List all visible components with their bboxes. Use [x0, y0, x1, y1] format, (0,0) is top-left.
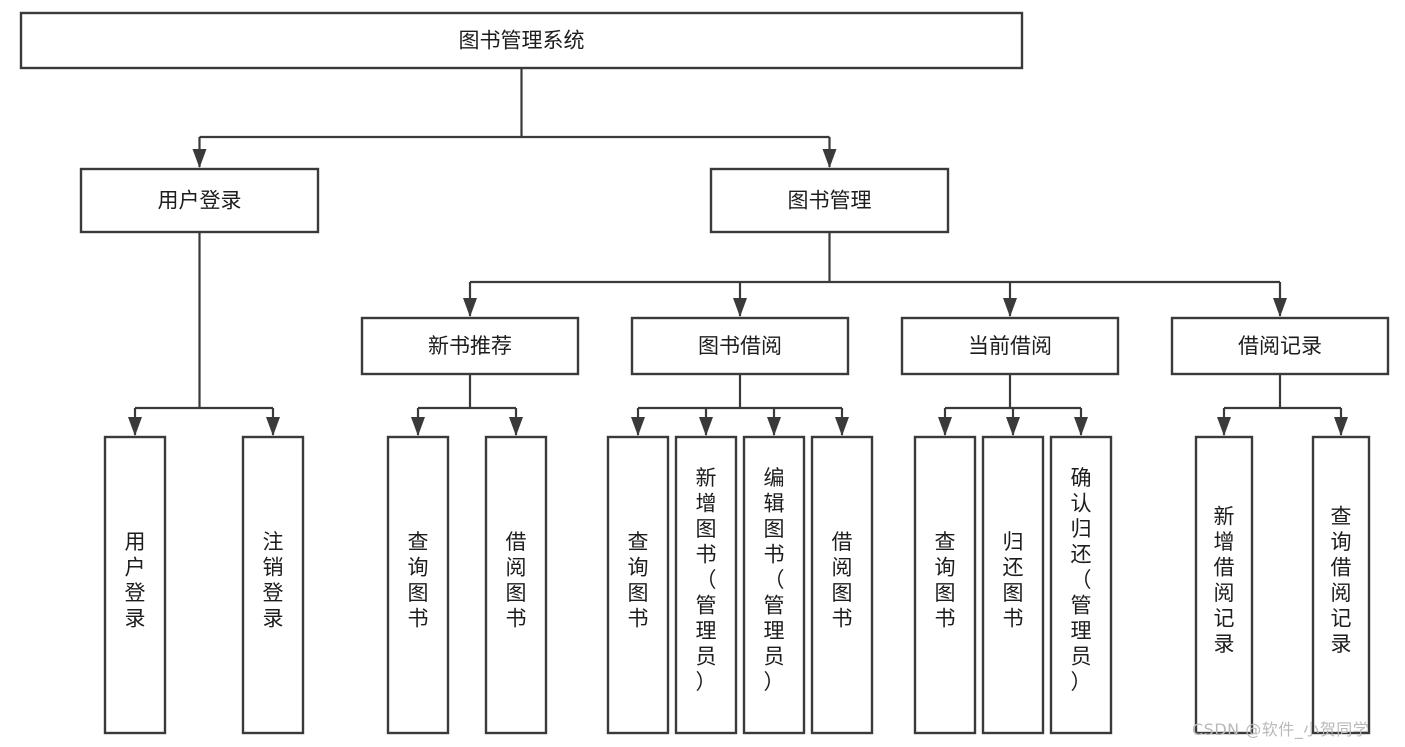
node-box — [742, 435, 806, 735]
arrow-head — [463, 298, 477, 317]
node-label: 图书借阅 — [698, 334, 782, 358]
node-box — [981, 435, 1045, 735]
node-leaf-add-record[interactable]: 新增借阅记录 — [1194, 435, 1254, 735]
node-box — [709, 167, 950, 234]
arrow-head — [938, 417, 952, 436]
arrow-head — [822, 149, 837, 168]
node-box — [1049, 435, 1113, 735]
node-leaf-borrow-book-1[interactable]: 借阅图书 — [484, 435, 548, 735]
node-box — [810, 435, 874, 735]
node-box — [103, 435, 167, 735]
node-box — [241, 435, 305, 735]
node-box — [913, 435, 977, 735]
node-leaf-query-book-3[interactable]: 查询图书 — [913, 435, 977, 735]
node-box — [606, 435, 670, 735]
node-box — [360, 316, 580, 376]
node-leaf-query-book-2[interactable]: 查询图书 — [606, 435, 670, 735]
node-user-login[interactable]: 用户登录 — [79, 167, 320, 234]
node-layer: 图书管理系统用户登录图书管理新书推荐图书借阅当前借阅借阅记录用户登录注销登录查询… — [19, 11, 1390, 735]
node-label: 用户登录 — [125, 530, 146, 631]
node-label: 图书管理 — [788, 189, 872, 213]
arrow-head — [1273, 298, 1287, 317]
node-leaf-borrow-book-2[interactable]: 借阅图书 — [810, 435, 874, 735]
node-label: 当前借阅 — [968, 334, 1052, 358]
node-leaf-return-book[interactable]: 归还图书 — [981, 435, 1045, 735]
node-box — [79, 167, 320, 234]
arrow-head — [699, 417, 713, 436]
node-current-borrow[interactable]: 当前借阅 — [900, 316, 1120, 376]
arrow-head — [767, 417, 781, 436]
arrow-head — [128, 417, 142, 436]
node-label: 注销登录 — [263, 530, 284, 631]
node-label: 借阅图书 — [506, 530, 527, 631]
node-leaf-query-book-1[interactable]: 查询图书 — [386, 435, 450, 735]
node-label: 借阅图书 — [832, 530, 853, 631]
node-box — [630, 316, 850, 376]
node-label: 查询图书 — [935, 530, 956, 631]
node-box — [484, 435, 548, 735]
node-label: 借阅记录 — [1238, 334, 1322, 358]
node-leaf-edit-book[interactable]: 编辑图书（管理员） — [742, 435, 806, 735]
arrow-head — [1003, 298, 1017, 317]
watermark-credit: CSDN @软件_小贺同学 — [1192, 720, 1370, 739]
node-label: 用户登录 — [158, 189, 242, 213]
node-box — [19, 11, 1024, 70]
arrow-head — [631, 417, 645, 436]
node-new-book-recommend[interactable]: 新书推荐 — [360, 316, 580, 376]
arrow-head — [835, 417, 849, 436]
arrow-head — [1334, 417, 1348, 436]
node-box — [1170, 316, 1390, 376]
node-box — [1194, 435, 1254, 735]
arrow-head — [733, 298, 747, 317]
node-book-borrow[interactable]: 图书借阅 — [630, 316, 850, 376]
node-book-management[interactable]: 图书管理 — [709, 167, 950, 234]
node-label: 图书管理系统 — [459, 29, 585, 53]
connector-layer — [128, 68, 1348, 436]
node-box — [386, 435, 450, 735]
node-leaf-user-login[interactable]: 用户登录 — [103, 435, 167, 735]
node-label: 确认归还（管理员） — [1071, 466, 1092, 694]
arrow-head — [1074, 417, 1088, 436]
arrow-head — [1217, 417, 1231, 436]
node-box — [674, 435, 738, 735]
node-label: 查询借阅记录 — [1331, 504, 1352, 656]
node-box — [1311, 435, 1371, 735]
node-root[interactable]: 图书管理系统 — [19, 11, 1024, 70]
node-label: 查询图书 — [628, 530, 649, 631]
node-leaf-add-book[interactable]: 新增图书（管理员） — [674, 435, 738, 735]
node-label: 新书推荐 — [428, 334, 512, 358]
node-label: 新增借阅记录 — [1214, 504, 1235, 656]
node-leaf-user-logout[interactable]: 注销登录 — [241, 435, 305, 735]
arrow-head — [411, 417, 425, 436]
node-label: 归还图书 — [1003, 530, 1024, 631]
arrow-head — [509, 417, 523, 436]
node-label: 新增图书（管理员） — [696, 466, 717, 694]
node-leaf-confirm-return[interactable]: 确认归还（管理员） — [1049, 435, 1113, 735]
node-leaf-query-record[interactable]: 查询借阅记录 — [1311, 435, 1371, 735]
node-label: 编辑图书（管理员） — [764, 466, 785, 694]
arrow-head — [192, 149, 207, 168]
node-box — [900, 316, 1120, 376]
node-label: 查询图书 — [408, 530, 429, 631]
arrow-head — [266, 417, 280, 436]
node-borrow-record[interactable]: 借阅记录 — [1170, 316, 1390, 376]
arrow-head — [1006, 417, 1020, 436]
